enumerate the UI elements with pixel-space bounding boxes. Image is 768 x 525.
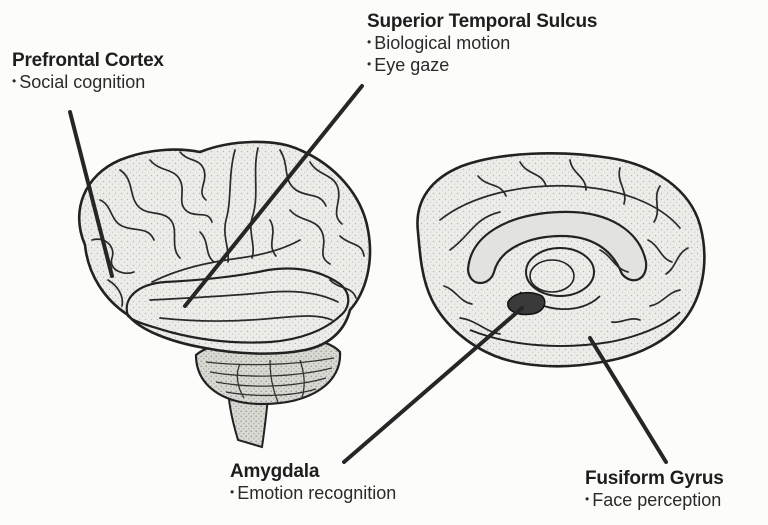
lateral-brain	[79, 142, 370, 447]
amygdala-region	[508, 293, 545, 315]
amygdala-item: •Emotion recognition	[230, 483, 396, 504]
superior-temporal-sulcus-title: Superior Temporal Sulcus	[367, 11, 597, 33]
cerebrum-lateral	[79, 142, 370, 354]
fusiform-gyrus-item: •Face perception	[585, 490, 724, 511]
superior-temporal-sulcus-item: •Eye gaze	[367, 55, 597, 76]
medial-brain	[417, 153, 704, 366]
fusiform-gyrus-label: Fusiform Gyrus •Face perception	[585, 468, 724, 512]
superior-temporal-sulcus-label: Superior Temporal Sulcus •Biological mot…	[367, 11, 597, 76]
amygdala-label: Amygdala •Emotion recognition	[230, 461, 396, 505]
prefrontal-cortex-title: Prefrontal Cortex	[12, 50, 164, 72]
superior-temporal-sulcus-item: •Biological motion	[367, 33, 597, 54]
prefrontal-cortex-label: Prefrontal Cortex •Social cognition	[12, 50, 164, 94]
prefrontal-cortex-item: •Social cognition	[12, 72, 164, 93]
fusiform-gyrus-title: Fusiform Gyrus	[585, 468, 724, 490]
amygdala-leader-line	[344, 308, 522, 462]
amygdala-title: Amygdala	[230, 461, 396, 483]
